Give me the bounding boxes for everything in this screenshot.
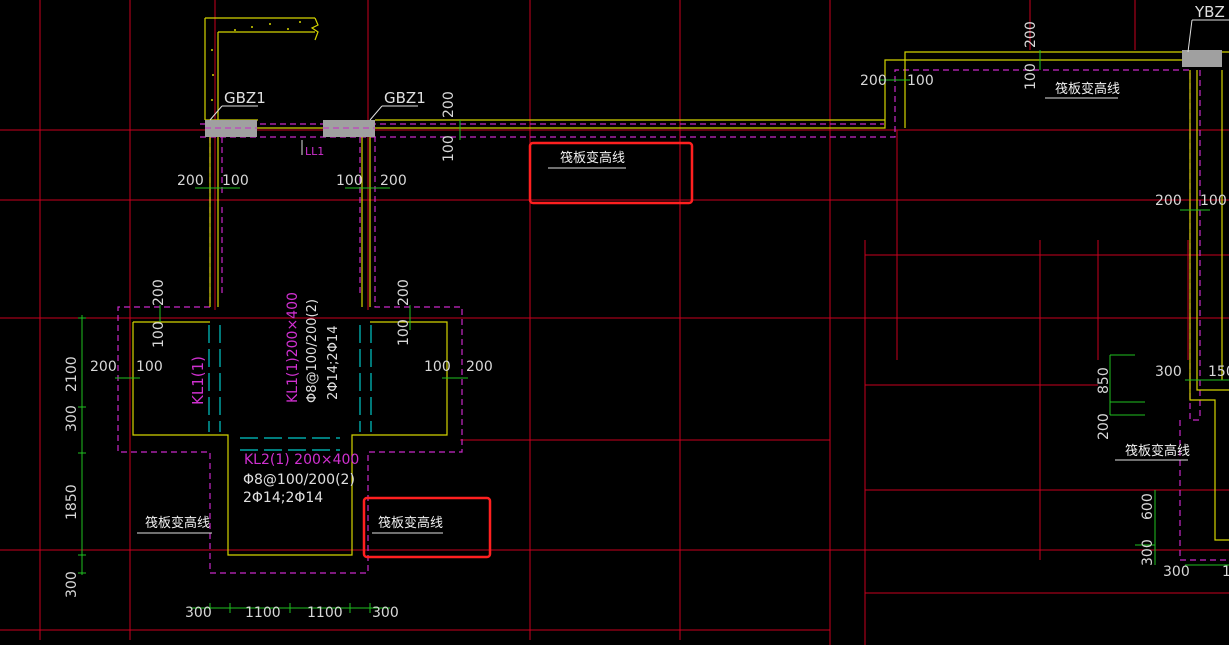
label-raft-change-1: 筏板变高线 <box>560 150 625 166</box>
dim-100-r: 100 <box>424 359 451 375</box>
dim-200-v1: 200 <box>151 279 167 306</box>
dim-200-l: 200 <box>90 359 117 375</box>
dim-300-farb: 300 <box>1163 564 1190 580</box>
dim-300-farv: 300 <box>1140 539 1156 566</box>
highlight-box-bottom[interactable] <box>362 496 492 559</box>
dim-200-top: 200 <box>441 91 457 118</box>
dimension-text: 200 100 100 200 200 100 200 100 200 100 … <box>64 21 1229 621</box>
dim-200-far-top: 200 <box>1023 21 1039 48</box>
dim-850: 850 <box>1096 367 1112 394</box>
dim-200-v2: 200 <box>396 279 412 306</box>
dim-2100: 2100 <box>64 356 80 392</box>
dim-300-b2: 300 <box>372 605 399 621</box>
dim-200-c: 200 <box>860 73 887 89</box>
label-kl2-title: KL2(1) 200×400 <box>244 452 359 468</box>
dim-1850: 1850 <box>64 484 80 520</box>
dim-200-a: 200 <box>177 173 204 189</box>
columns <box>205 50 1222 137</box>
text-labels: GBZ1 GBZ1 YBZ LL1 筏板变高线 筏板变高线 筏板变高线 筏板变高… <box>145 3 1225 531</box>
dim-100-far: 100 <box>1200 193 1227 209</box>
label-kl1-stirrup: Φ8@100/200(2) <box>305 299 320 403</box>
dim-100-top: 100 <box>441 135 457 162</box>
dim-200-farv: 200 <box>1096 413 1112 440</box>
dim-300-l1: 300 <box>64 405 80 432</box>
label-kl1-rebar: 2Φ14;2Φ14 <box>326 326 341 400</box>
dim-300-l2: 300 <box>64 571 80 598</box>
dim-200-far: 200 <box>1155 193 1182 209</box>
dimension-lines <box>78 50 1229 613</box>
wall-hatch <box>211 21 301 101</box>
label-raft-change-4: 筏板变高线 <box>378 515 443 531</box>
dim-600: 600 <box>1140 493 1156 520</box>
dim-300-b1: 300 <box>185 605 212 621</box>
dim-100-b: 100 <box>336 173 363 189</box>
beam-outlines <box>117 69 1229 574</box>
label-kl1-size: KL1(1)200×400 <box>285 292 301 403</box>
label-raft-change-2: 筏板变高线 <box>1055 81 1120 97</box>
dim-100-c: 100 <box>907 73 934 89</box>
highlight-boxes <box>362 141 694 559</box>
label-kl2-stirrup: Φ8@100/200(2) <box>243 472 355 488</box>
label-underlines <box>137 19 1229 534</box>
label-raft-change-5: 筏板变高线 <box>1125 443 1190 459</box>
label-ll1: LL1 <box>305 145 324 158</box>
dim-100-v1: 100 <box>151 321 167 348</box>
rebar-lines <box>208 325 372 451</box>
dim-100-a: 100 <box>222 173 249 189</box>
dim-200-b: 200 <box>380 173 407 189</box>
dim-1100-b2: 1100 <box>307 605 343 621</box>
dim-100-v2: 100 <box>396 319 412 346</box>
label-gbz1-right: GBZ1 <box>384 89 426 107</box>
dim-1100-b1: 1100 <box>245 605 281 621</box>
label-kl1-vertical: KL1(1) <box>189 356 207 405</box>
label-kl2-rebar: 2Φ14;2Φ14 <box>243 490 323 506</box>
dim-150-far: 150 <box>1208 364 1229 380</box>
dim-100-l: 100 <box>136 359 163 375</box>
label-ybz: YBZ <box>1194 3 1225 21</box>
label-raft-change-3: 筏板变高线 <box>145 515 210 531</box>
label-gbz1-left: GBZ1 <box>224 89 266 107</box>
dim-200-r: 200 <box>466 359 493 375</box>
dim-300-far: 300 <box>1155 364 1182 380</box>
slab-outlines <box>132 17 1229 556</box>
dim-1-farb: 1 <box>1222 564 1229 580</box>
dim-100-far-top: 100 <box>1023 63 1039 90</box>
highlight-box-top[interactable] <box>528 141 694 205</box>
column-ybz[interactable] <box>1182 50 1222 67</box>
